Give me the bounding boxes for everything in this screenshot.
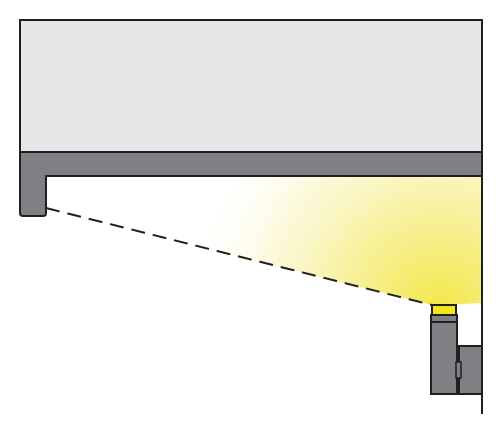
fixture-body <box>430 321 458 395</box>
mounting-clip <box>458 345 483 395</box>
clip-connector <box>455 361 462 379</box>
soffit-return <box>19 151 483 217</box>
dashed-cutoff-line <box>45 207 433 306</box>
light-beam <box>44 176 482 305</box>
ceiling-panel <box>19 19 483 153</box>
light-source-icon <box>431 304 457 316</box>
